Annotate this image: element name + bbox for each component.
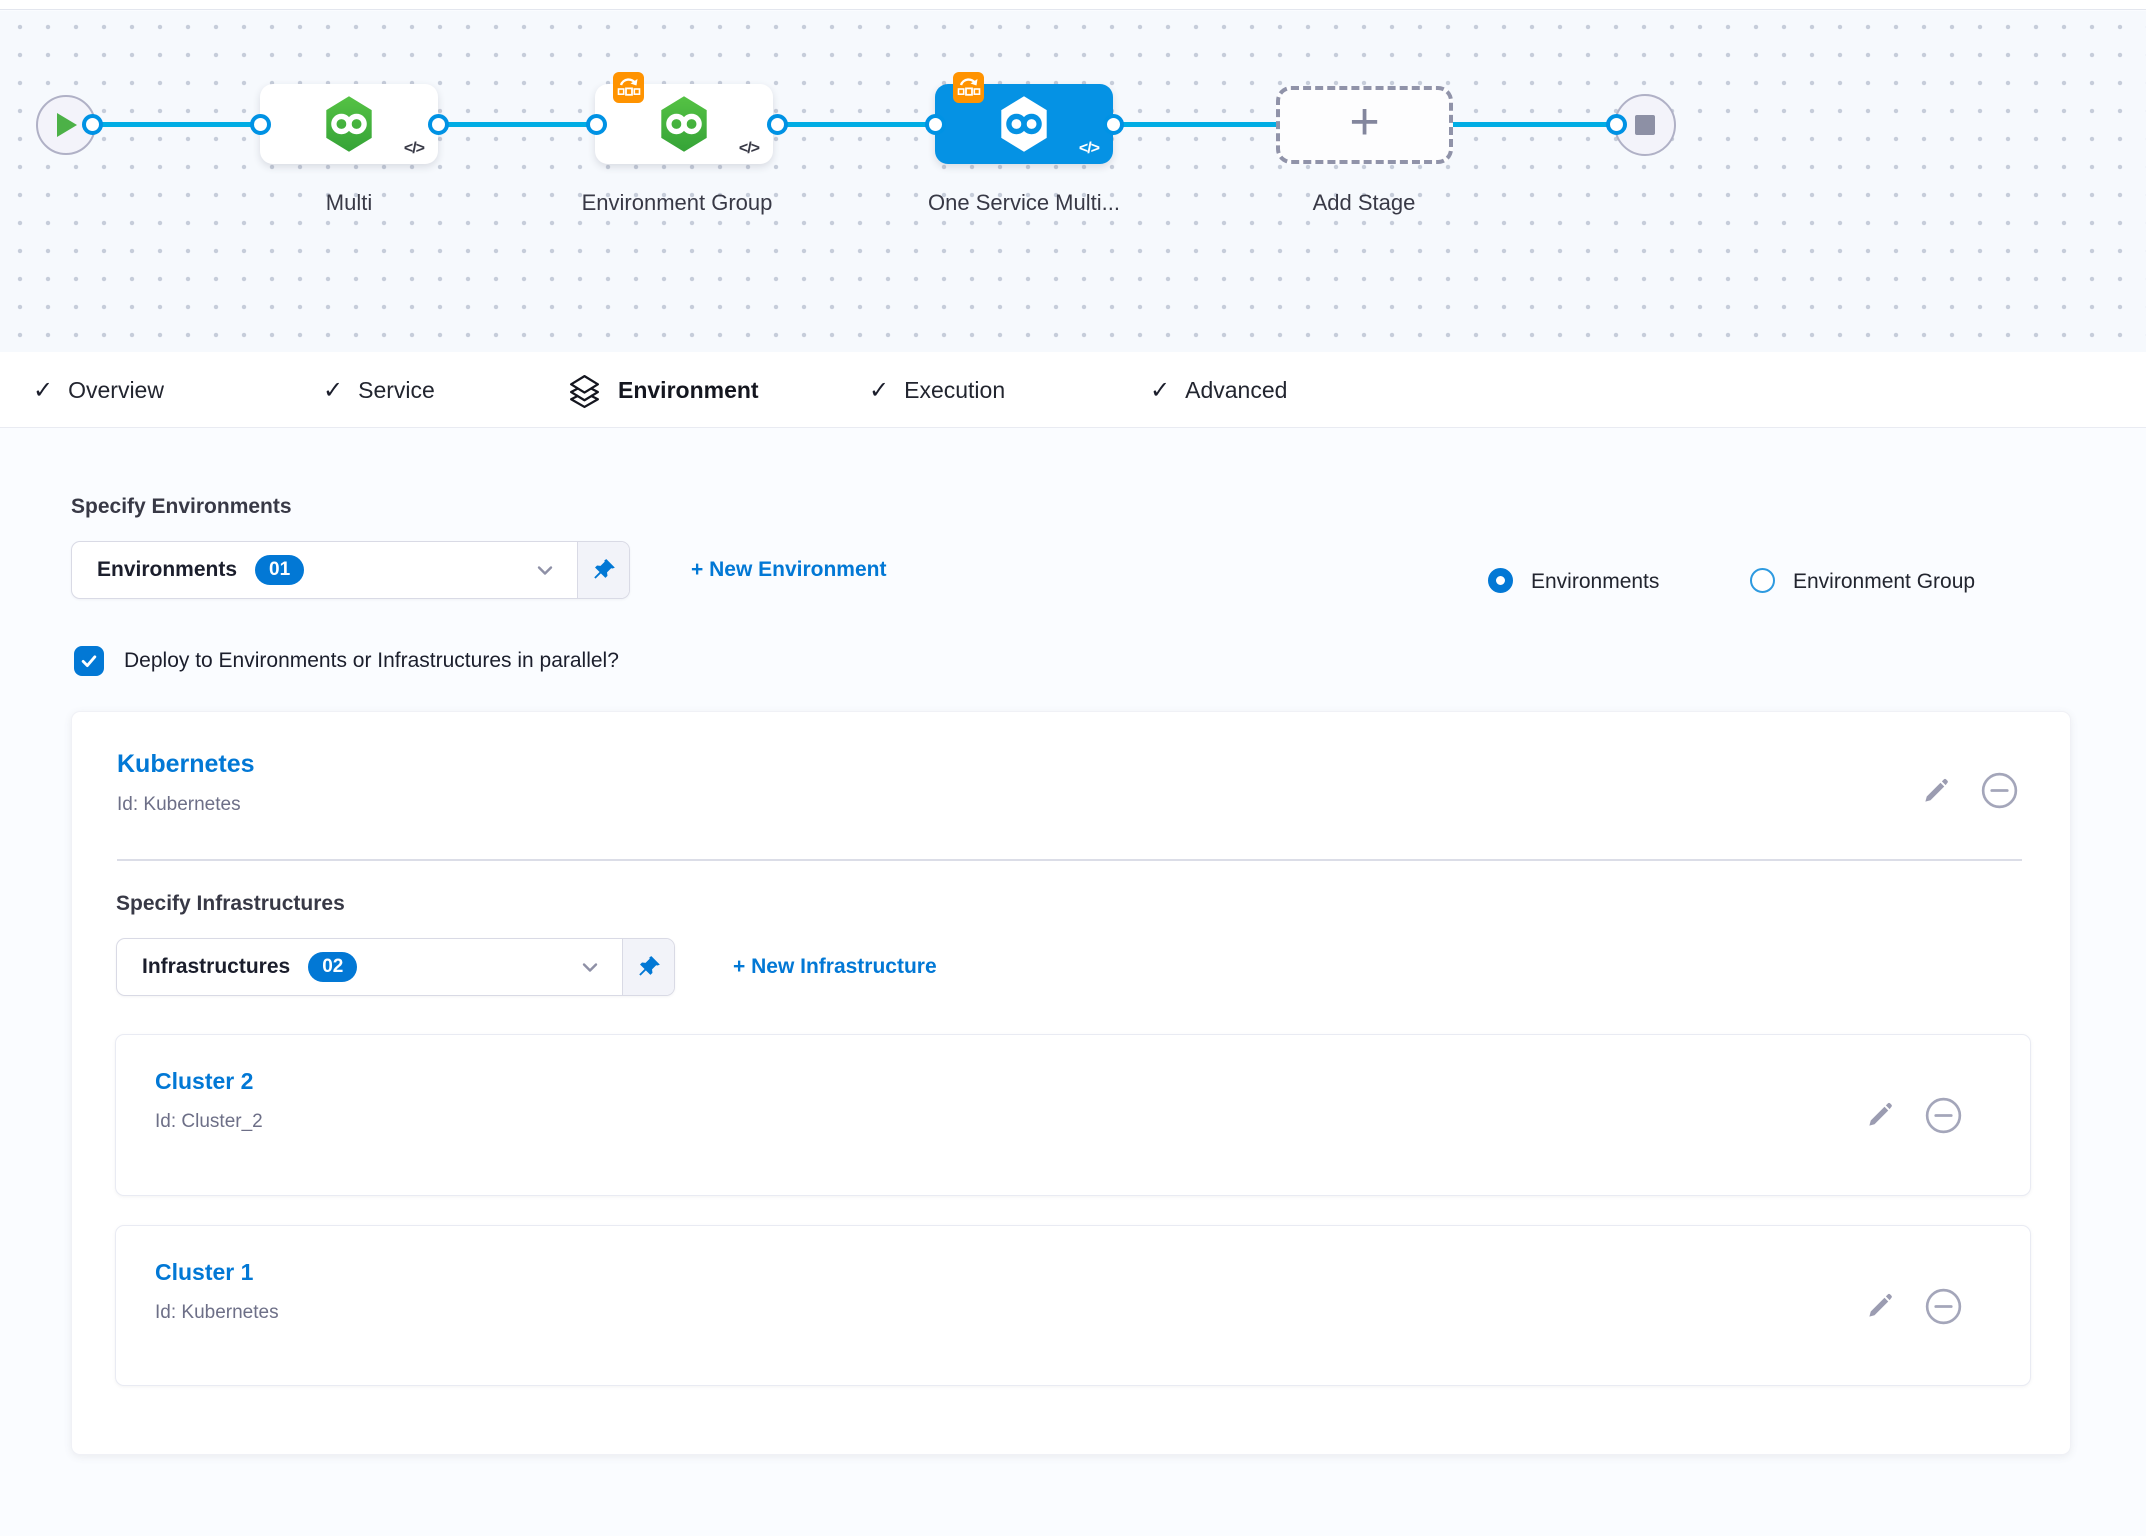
infrastructures-select-value[interactable]: Infrastructures 02 — [117, 939, 622, 995]
pin-icon — [636, 954, 662, 980]
environment-tab-content: Specify Environments Environments 01 + N… — [0, 429, 2146, 1536]
radio-environment-group-label[interactable]: Environment Group — [1793, 570, 1975, 594]
rolling-deploy-badge-icon — [953, 72, 984, 103]
tab-label: Environment — [618, 377, 759, 404]
edit-infrastructure-button[interactable] — [1865, 1100, 1895, 1130]
yaml-code-glyph: </> — [404, 140, 424, 158]
service-hexagon-icon — [323, 95, 375, 153]
play-icon — [53, 111, 79, 139]
service-hexagon-icon-selected — [998, 95, 1050, 153]
remove-environment-button[interactable] — [1977, 768, 2022, 813]
remove-infrastructure-button[interactable] — [1921, 1093, 1966, 1138]
environments-select: Environments 01 — [71, 541, 630, 599]
chevron-down-icon — [533, 558, 557, 582]
pin-icon — [591, 557, 617, 583]
infrastructures-select: Infrastructures 02 — [116, 938, 675, 996]
check-icon — [79, 651, 99, 671]
add-stage-label[interactable]: Add Stage — [1254, 187, 1474, 218]
edit-environment-button[interactable] — [1921, 776, 1951, 806]
port[interactable] — [250, 114, 271, 135]
port[interactable] — [767, 114, 788, 135]
environments-select-value[interactable]: Environments 01 — [72, 542, 577, 598]
edit-infrastructure-button[interactable] — [1865, 1291, 1895, 1321]
service-hexagon-icon — [658, 95, 710, 153]
port[interactable] — [586, 114, 607, 135]
chevron-down-icon — [578, 955, 602, 979]
port[interactable] — [428, 114, 449, 135]
infrastructure-id-text: Id: Cluster_2 — [155, 1111, 263, 1133]
tab-environment[interactable]: Environment — [566, 352, 759, 428]
pin-infrastructures-button[interactable] — [622, 939, 674, 995]
new-infrastructure-link[interactable]: + New Infrastructure — [733, 955, 937, 979]
pipeline-canvas[interactable]: </> Multi </> Environment Group — [0, 11, 2146, 352]
environment-layers-icon — [566, 372, 603, 409]
top-divider — [0, 0, 2146, 10]
check-icon: ✓ — [869, 376, 889, 405]
radio-environments[interactable] — [1488, 568, 1513, 593]
edge-start-multi — [92, 122, 260, 127]
stage-node-environment-group[interactable]: </> — [595, 84, 773, 164]
tab-execution[interactable]: ✓ Execution — [869, 352, 1005, 428]
card-divider — [117, 859, 2022, 861]
tab-service[interactable]: ✓ Service — [323, 352, 435, 428]
check-icon: ✓ — [1150, 376, 1170, 405]
specify-infrastructures-label: Specify Infrastructures — [116, 892, 345, 916]
rolling-deploy-badge-icon — [613, 72, 644, 103]
add-stage-button[interactable]: + — [1276, 86, 1453, 164]
tab-label: Service — [358, 377, 435, 404]
parallel-deploy-checkbox-label: Deploy to Environments or Infrastructure… — [124, 649, 619, 673]
new-environment-link[interactable]: + New Environment — [691, 558, 886, 582]
plus-icon: + — [1349, 96, 1379, 148]
environment-name-link[interactable]: Kubernetes — [117, 750, 255, 779]
stop-icon — [1635, 115, 1655, 135]
specify-environments-label: Specify Environments — [71, 495, 292, 519]
remove-infrastructure-button[interactable] — [1921, 1284, 1966, 1329]
infrastructure-card-cluster-1: Cluster 1 Id: Kubernetes — [115, 1225, 2031, 1386]
stage-label-multi[interactable]: Multi — [239, 187, 459, 218]
environments-count-badge: 01 — [255, 555, 304, 585]
stage-tabbar: ✓ Overview ✓ Service Environment ✓ Execu… — [0, 352, 2146, 428]
check-icon: ✓ — [33, 376, 53, 405]
yaml-code-glyph: </> — [1079, 140, 1099, 158]
stage-node-one-service-multi[interactable]: </> — [935, 84, 1113, 164]
infrastructure-id-text: Id: Kubernetes — [155, 1302, 279, 1324]
tab-label: Overview — [68, 377, 164, 404]
port[interactable] — [925, 114, 946, 135]
infrastructure-name-link[interactable]: Cluster 1 — [155, 1259, 253, 1286]
port[interactable] — [82, 114, 103, 135]
tab-label: Advanced — [1185, 377, 1287, 404]
stage-node-multi[interactable]: </> — [260, 84, 438, 164]
tab-overview[interactable]: ✓ Overview — [33, 352, 164, 428]
infrastructures-count-badge: 02 — [308, 952, 357, 982]
edge-multi-envgroup — [438, 122, 596, 127]
tab-advanced[interactable]: ✓ Advanced — [1150, 352, 1287, 428]
parallel-deploy-checkbox[interactable] — [74, 646, 104, 676]
stage-label-environment-group[interactable]: Environment Group — [567, 187, 787, 218]
edge-addstage-end — [1453, 122, 1616, 127]
infrastructure-card-cluster-2: Cluster 2 Id: Cluster_2 — [115, 1034, 2031, 1196]
edge-oneservice-addstage — [1113, 122, 1276, 127]
yaml-code-glyph: </> — [739, 140, 759, 158]
environment-id-text: Id: Kubernetes — [117, 794, 241, 816]
port[interactable] — [1103, 114, 1124, 135]
check-icon: ✓ — [323, 376, 343, 405]
tab-label: Execution — [904, 377, 1005, 404]
edge-envgroup-oneservice — [777, 122, 935, 127]
infrastructure-name-link[interactable]: Cluster 2 — [155, 1068, 253, 1095]
radio-environment-group[interactable] — [1750, 568, 1775, 593]
environment-card-kubernetes: Kubernetes Id: Kubernetes Specify Infras… — [71, 711, 2071, 1455]
stage-label-one-service-multi[interactable]: One Service Multi... — [914, 187, 1134, 218]
radio-environments-label[interactable]: Environments — [1531, 570, 1659, 594]
port[interactable] — [1606, 114, 1627, 135]
pin-environments-button[interactable] — [577, 542, 629, 598]
